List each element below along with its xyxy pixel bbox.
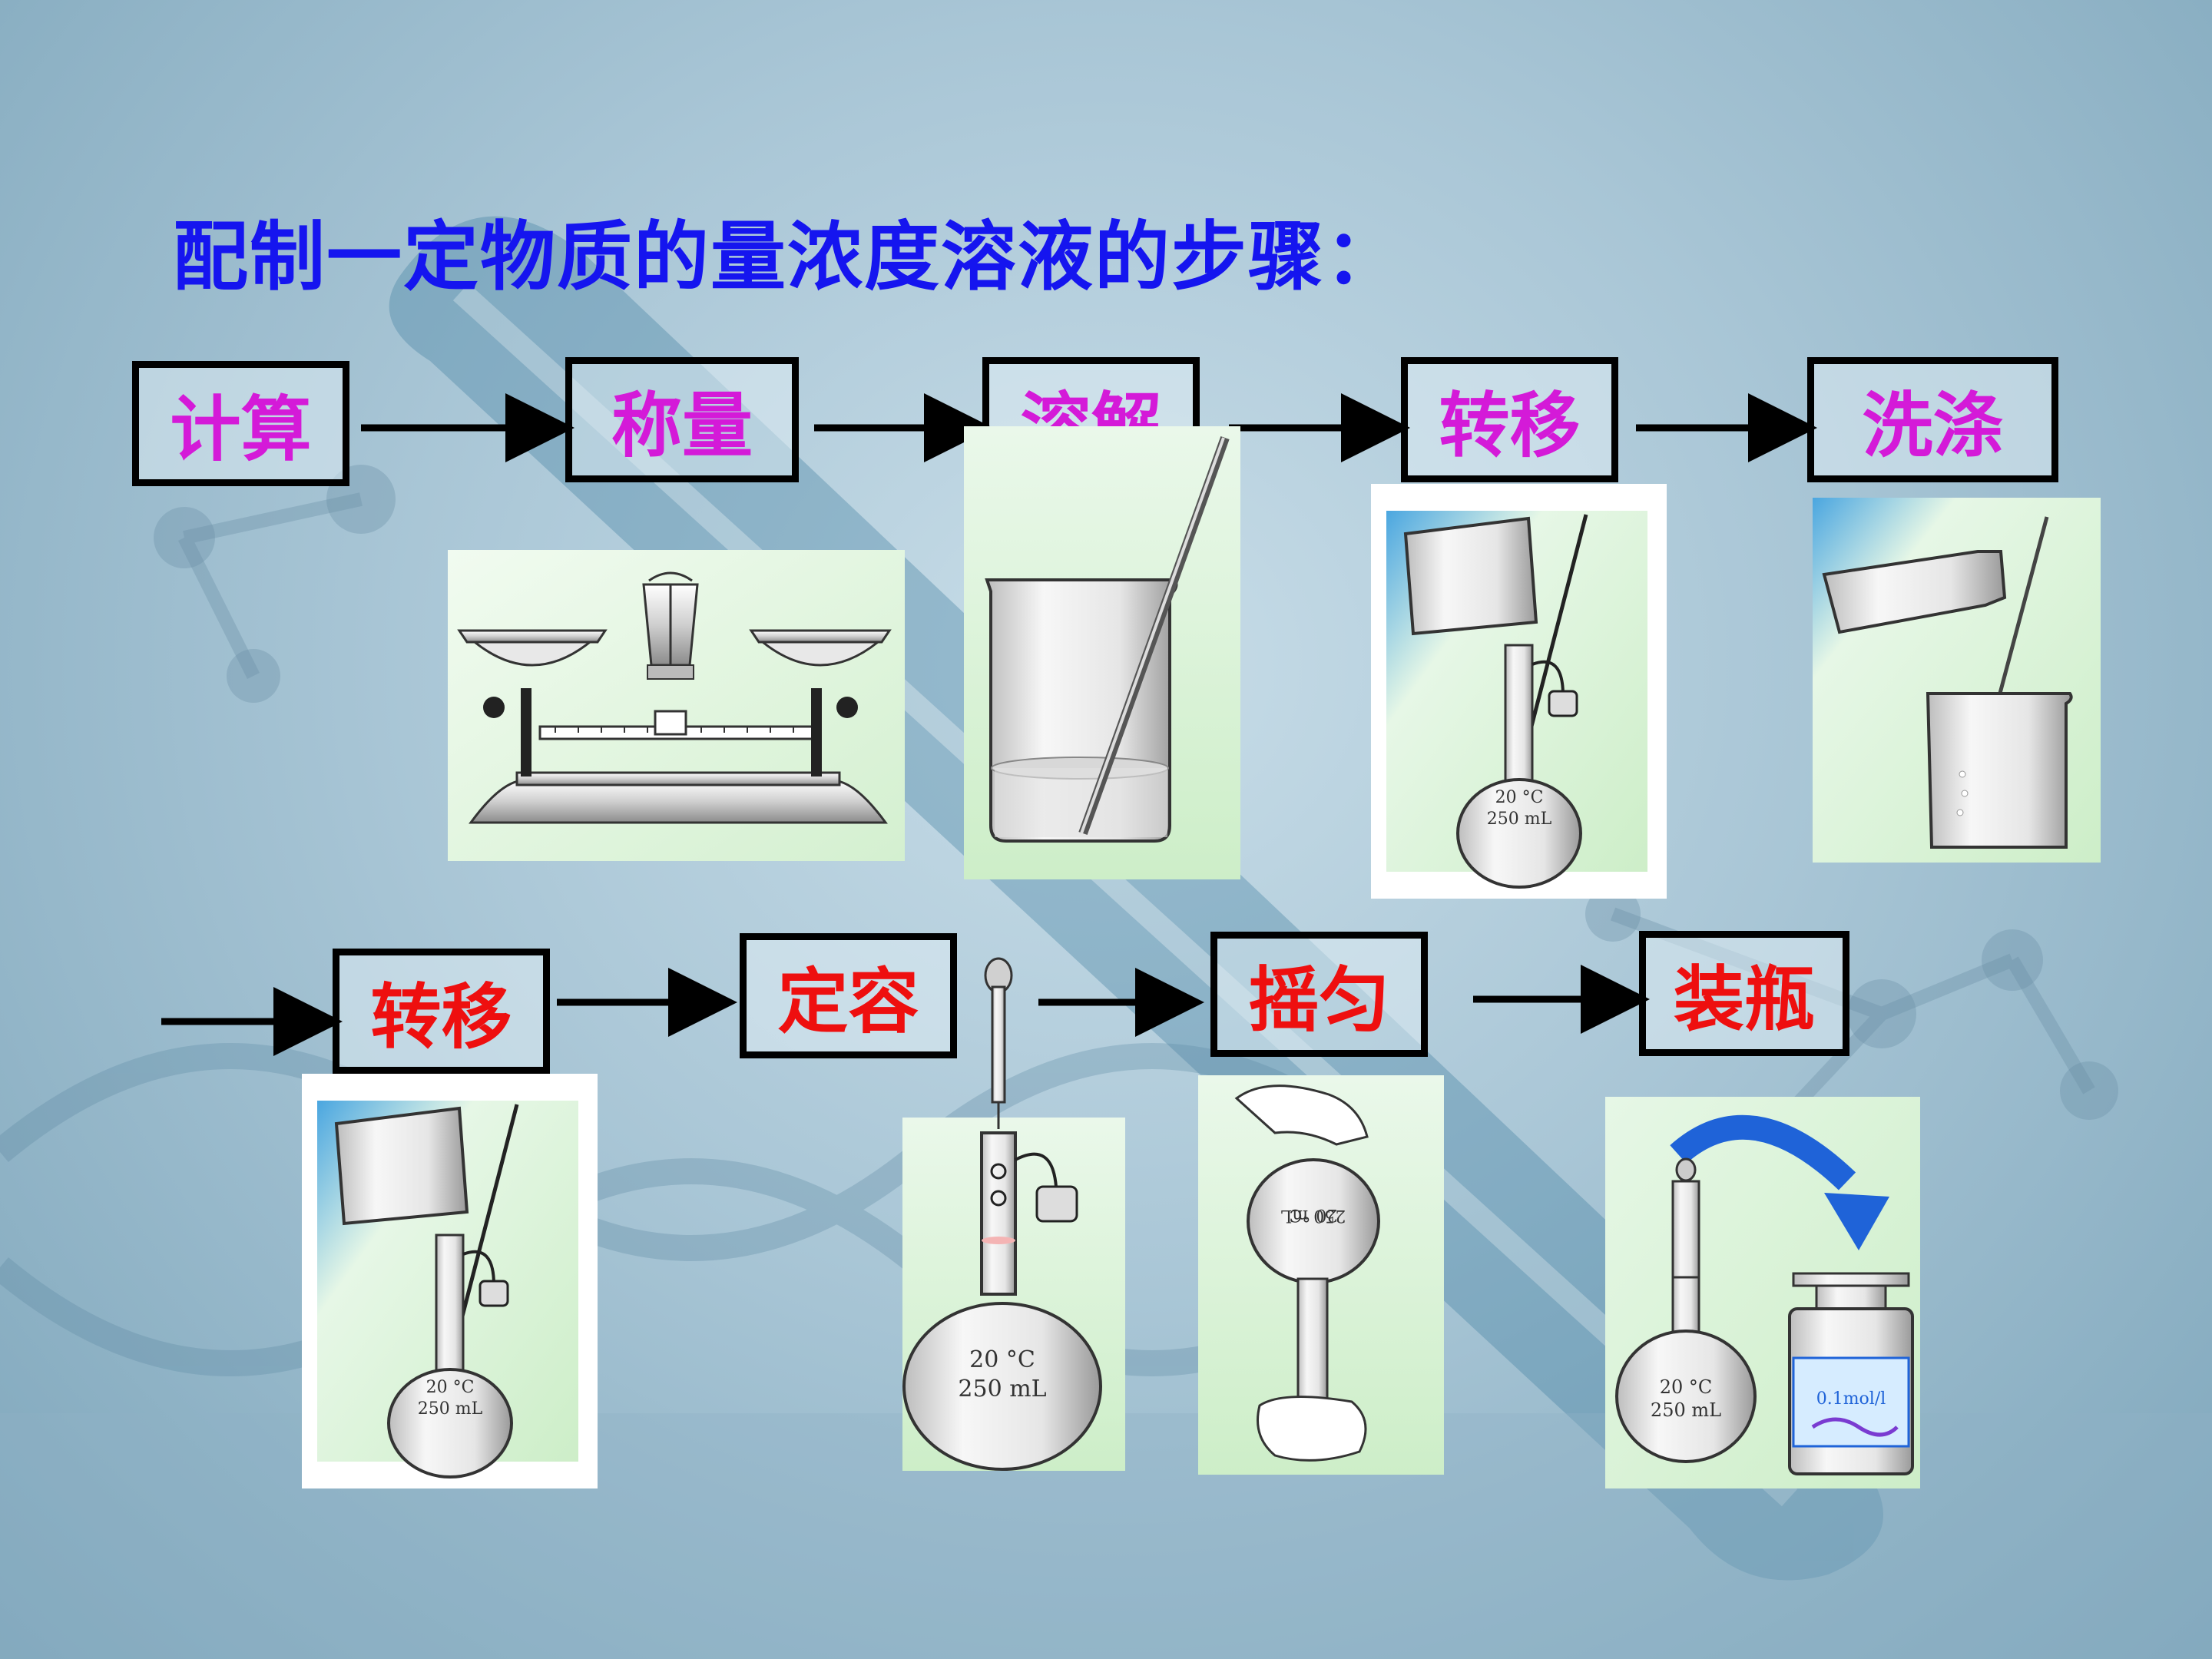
flask-mark-vol: 250 mL [418,1399,483,1419]
flask-mark-vol: 250 mL [1487,810,1552,829]
step-weigh: 称量 [565,357,799,482]
fix-volume-illustration: 20 °C 250 mL [899,941,1129,1475]
flask-mark-temp: 20 °C [1290,1205,1338,1224]
flask-mark-vol: 250 mL [1651,1399,1721,1421]
step-wash: 洗涤 [1807,357,2058,482]
balance-illustration [448,550,905,861]
step-calculate: 计算 [132,361,349,486]
flask-mark-temp: 20 °C [426,1378,475,1397]
flask-mark-temp: 20 °C [969,1346,1035,1373]
dissolve-illustration [964,426,1240,879]
flask-mark-temp: 20 °C [1660,1376,1713,1398]
step-fix-volume: 定容 [740,933,957,1058]
transfer-illustration: 20 °C 250 mL [1371,484,1667,899]
wash-illustration [1813,498,2101,863]
flask-mark-vol: 250 mL [1280,1206,1346,1225]
step-transfer-2: 转移 [333,949,550,1074]
step-transfer: 转移 [1401,357,1618,482]
step-bottle: 装瓶 [1639,931,1849,1056]
shake-illustration: 20 °C 250 mL [1198,1075,1444,1475]
flask-mark-temp: 20 °C [1495,788,1544,807]
step-shake: 摇匀 [1210,932,1428,1057]
bottle-illustration: 20 °C 250 mL 0.1mol/l [1605,1097,1920,1488]
flask-mark-vol: 250 mL [958,1376,1046,1402]
transfer-illustration-2: 20 °C 250 mL [302,1074,598,1488]
bottle-label: 0.1mol/l [1816,1389,1886,1409]
page-title: 配制一定物质的量浓度溶液的步骤： [173,213,1402,301]
